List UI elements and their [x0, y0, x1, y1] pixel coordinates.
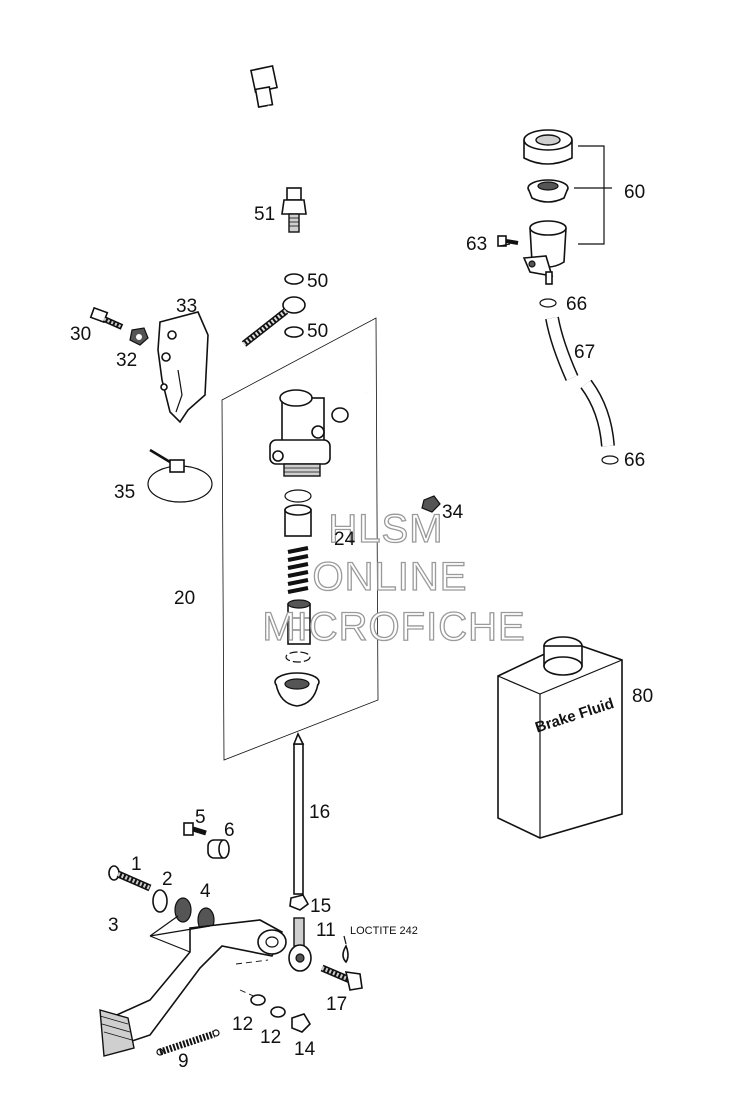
dust-boot — [274, 672, 320, 707]
label-14: 14 — [294, 1039, 316, 1060]
piston — [287, 599, 311, 645]
label-11: 11 — [316, 920, 336, 941]
reservoir — [522, 220, 567, 285]
label-32: 32 — [116, 350, 137, 371]
label-35: 35 — [114, 482, 135, 503]
nipple-34 — [421, 495, 441, 513]
banjo-bolt — [241, 296, 306, 347]
label-15: 15 — [310, 896, 331, 917]
sleeve — [284, 504, 312, 537]
label-12-left: 12 — [232, 1014, 253, 1035]
leader-lines — [149, 243, 511, 953]
heel-guard-33 — [157, 311, 209, 424]
washer-12-left — [250, 994, 266, 1006]
label-16: 16 — [309, 802, 330, 823]
nut-32 — [129, 327, 149, 346]
reservoir-diaphragm — [527, 179, 569, 203]
hose-clamp-66-lower — [601, 455, 619, 465]
watermark-line-2: ONLINE — [313, 555, 468, 599]
bolt-30 — [89, 306, 124, 330]
label-6: 6 — [224, 820, 235, 841]
washer-50-lower — [284, 326, 304, 338]
bracket-60 — [574, 145, 612, 245]
label-67: 67 — [574, 342, 595, 363]
label-12-right: 12 — [260, 1027, 281, 1048]
label-63: 63 — [466, 234, 487, 255]
label-4: 4 — [200, 881, 211, 902]
label-33: 33 — [176, 296, 197, 317]
push-rod-16 — [292, 732, 305, 895]
label-30: 30 — [70, 324, 91, 345]
label-50-lower: 50 — [307, 321, 328, 342]
label-5: 5 — [195, 807, 206, 828]
cable-tie-35 — [147, 448, 213, 503]
watermark-line-1: HLSM — [328, 507, 443, 551]
label-loctite: LOCTITE 242 — [350, 925, 418, 937]
brake-light-switch — [250, 65, 307, 233]
loctite-drop — [342, 944, 349, 964]
label-20: 20 — [174, 588, 195, 609]
bushing-6 — [207, 839, 230, 859]
label-80: 80 — [632, 686, 653, 707]
watermark-line-3: MICROFICHE — [262, 605, 525, 649]
spring — [287, 546, 309, 594]
brake-pedal — [99, 919, 287, 1057]
master-cylinder-body — [269, 389, 331, 477]
assembly-frame-20 — [221, 317, 379, 761]
hose-clamp-66-upper — [539, 298, 557, 308]
nut-15 — [289, 894, 310, 911]
label-24: 24 — [334, 529, 356, 550]
label-3: 3 — [108, 915, 119, 936]
brake-fluid-bottle — [497, 636, 623, 839]
circlip — [285, 651, 311, 663]
o-ring — [284, 489, 312, 503]
hose-elbow — [331, 390, 367, 423]
washer-50-upper — [284, 273, 304, 285]
clevis-11 — [288, 917, 312, 972]
label-1: 1 — [131, 854, 142, 875]
washer-12-right — [270, 1006, 286, 1018]
bolt-17 — [320, 964, 363, 991]
bolt-1 — [108, 865, 152, 892]
label-2: 2 — [162, 869, 173, 890]
label-17: 17 — [326, 994, 347, 1015]
label-34: 34 — [442, 502, 464, 523]
hose-67 — [545, 316, 615, 447]
label-51: 51 — [254, 204, 275, 225]
washer-2 — [152, 889, 168, 913]
label-66-upper: 66 — [566, 294, 587, 315]
label-60: 60 — [624, 182, 645, 203]
return-spring-9 — [156, 1029, 220, 1056]
screw-5 — [183, 822, 207, 836]
reservoir-cap — [523, 129, 573, 165]
label-66-lower: 66 — [624, 450, 645, 471]
label-50-upper: 50 — [307, 271, 328, 292]
label-9: 9 — [178, 1051, 189, 1072]
nut-14 — [291, 1013, 312, 1033]
